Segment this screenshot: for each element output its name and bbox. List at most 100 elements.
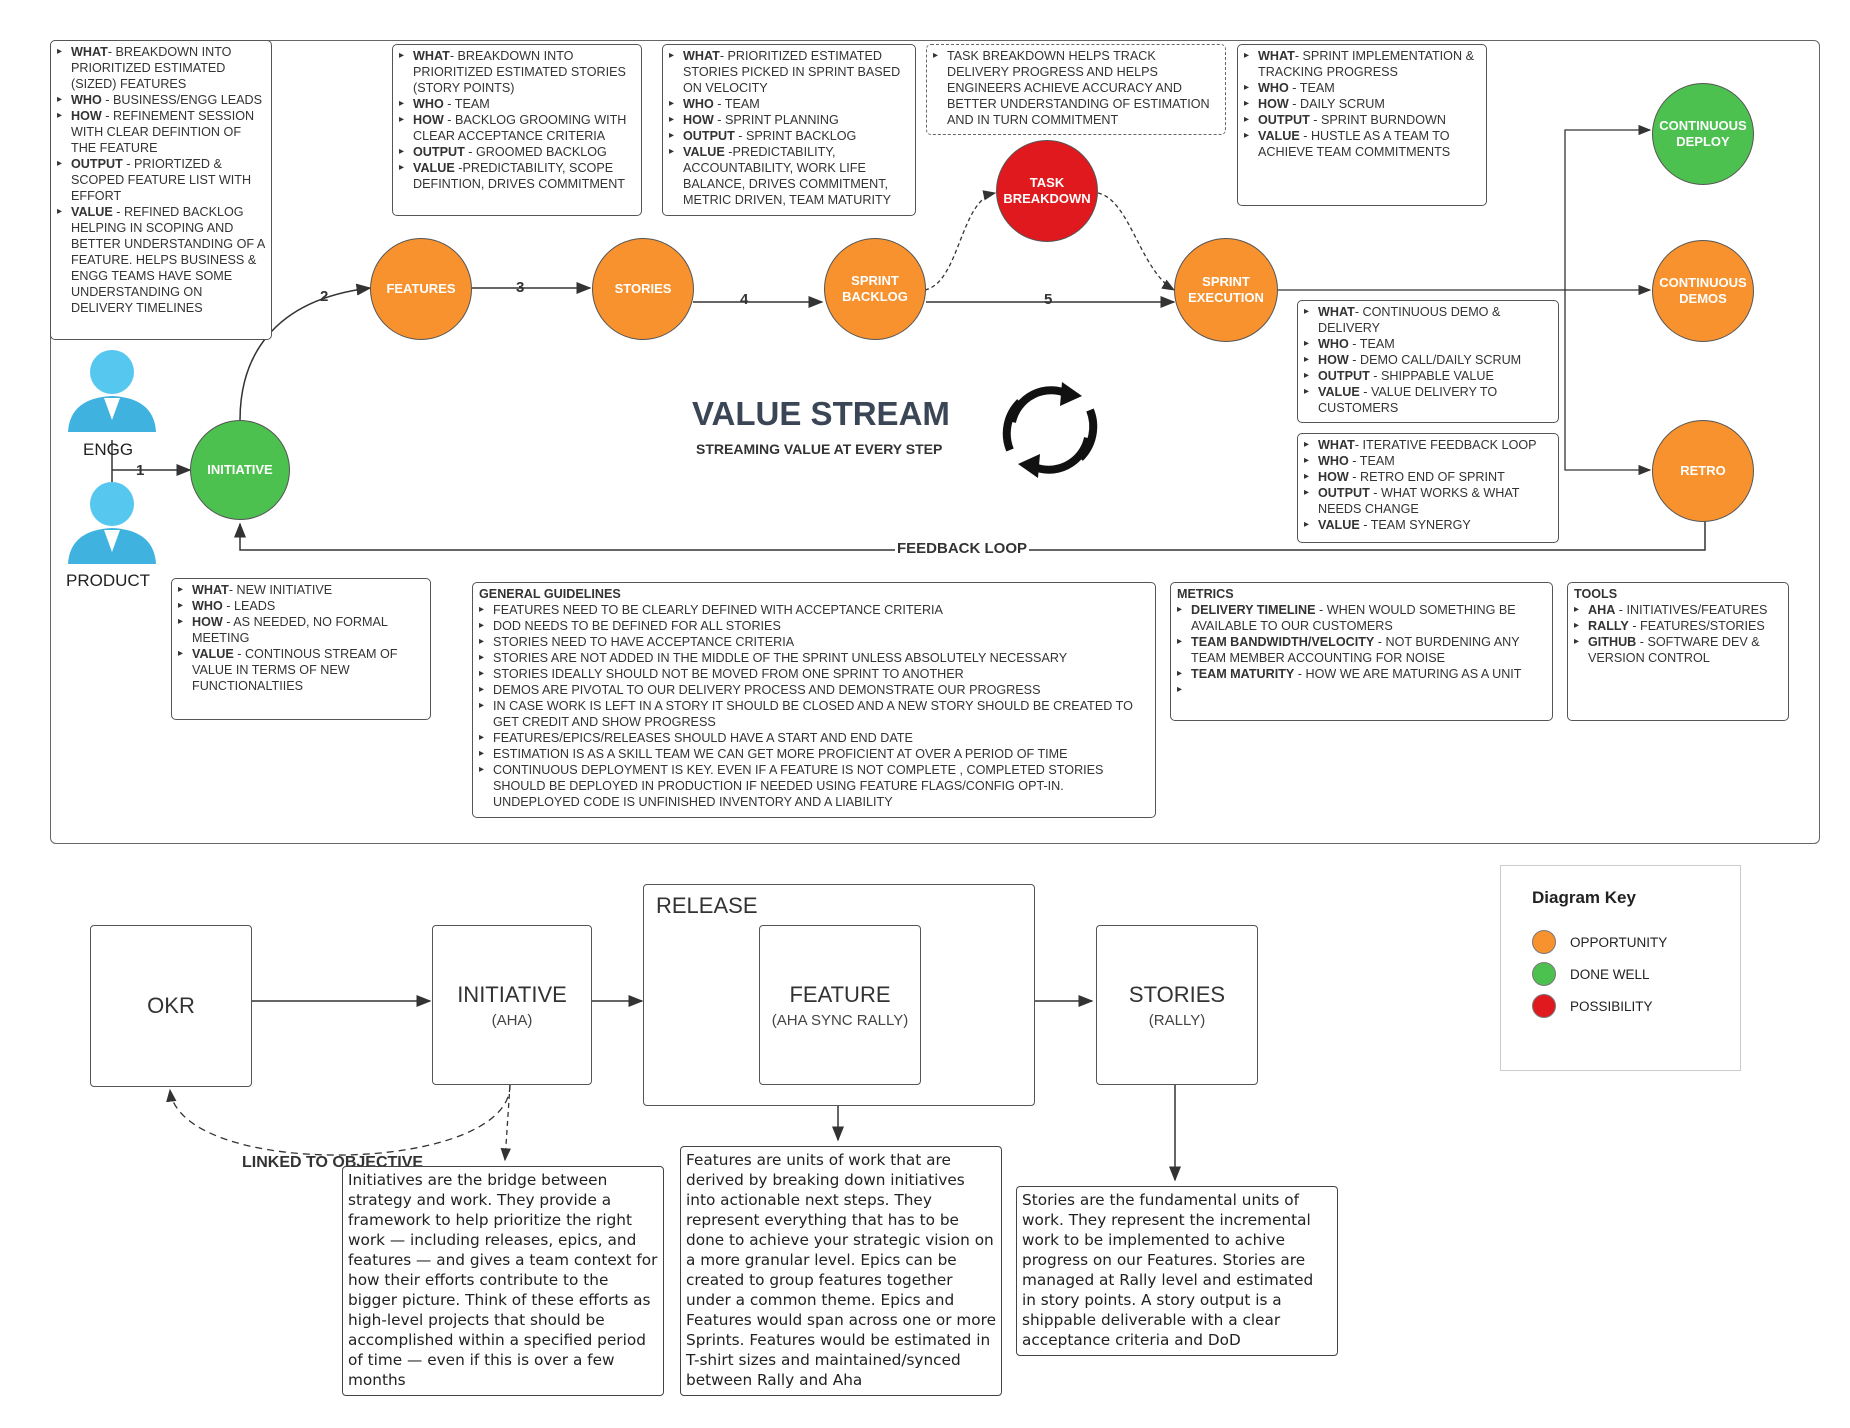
note-item-key: WHAT [413, 49, 450, 63]
guideline-item: DoD NEEDS TO BE DEFINED FOR ALL STORIES [479, 618, 1149, 634]
note-item-key: HOW [1318, 353, 1349, 367]
connector-execution-retro [1564, 290, 1652, 476]
note-item: VALUE - HUSTLE AS A TEAM TO ACHIEVE TEAM… [1244, 128, 1480, 160]
note-item-key: WHO [413, 97, 444, 111]
initiative-node[interactable]: INITIATIVE [190, 420, 290, 520]
note-item-key: AHA [1588, 603, 1616, 617]
note-item-text: - TEAM [1348, 337, 1395, 351]
okr-box[interactable]: OKR [90, 925, 252, 1087]
connector-initiative-okr-dashed [166, 1084, 511, 1156]
tools-title: TOOLS [1574, 587, 1618, 601]
note-item: HOW - SPRINT PLANNING [669, 112, 909, 128]
note-item-key: WHAT [1258, 49, 1295, 63]
features-node[interactable]: FEATURES [370, 238, 472, 340]
connector-actors-initiative [111, 440, 190, 482]
value-stream-subtitle: STREAMING VALUE AT EVERY STEP [696, 441, 943, 457]
note-item-text: - CONTINUOUS DEMO & DELIVERY [1318, 305, 1501, 335]
stories-box[interactable]: STORIES (RALLY) [1096, 925, 1258, 1085]
note-item: HOW - DEMO CALL/DAILY SCRUM [1304, 352, 1552, 368]
features-note: WHAT- BREAKDOWN INTO PRIORITIZED ESTIMAT… [50, 40, 272, 340]
stories-note: WHAT- BREAKDOWN INTO PRIORITIZED ESTIMAT… [392, 44, 642, 216]
note-item-key: WHO [683, 97, 714, 111]
note-item-text: - SPRINT IMPLEMENTATION & TRACKING PROGR… [1258, 49, 1474, 79]
guideline-item: STORIES IDEALLY SHOULD NOT BE MOVED FROM… [479, 666, 1149, 682]
guideline-item: ESTIMATION IS AS A SKILL TEAM WE CAN GET… [479, 746, 1149, 762]
stories-node[interactable]: STORIES [592, 238, 694, 340]
note-item-text: - TEAM [1348, 454, 1395, 468]
note-item-key: VALUE [413, 161, 455, 175]
note-item-text: - BREAKDOWN INTO PRIORITIZED ESTIMATED (… [71, 45, 232, 91]
note-item-text: - LEADS [222, 599, 276, 613]
note-item-text: - FEATURES/STORIES [1628, 619, 1765, 633]
note-item: DELIVERY TIMELINE - WHEN WOULD SOMETHING… [1177, 602, 1546, 634]
note-item-key: OUTPUT [413, 145, 465, 159]
note-item-key: OUTPUT [1318, 369, 1370, 383]
note-item-key: VALUE [683, 145, 725, 159]
general-guidelines-panel: GENERAL GUIDELINES FEATURES NEED TO BE C… [472, 582, 1156, 818]
guideline-item: IN CASE WORK IS LEFT IN A STORY IT SHOUL… [479, 698, 1149, 730]
note-item-text: - CONTINOUS STREAM OF VALUE IN TERMS OF … [192, 647, 398, 693]
note-item-key: WHO [1318, 337, 1349, 351]
note-item: WHAT- PRIORITIZED ESTIMATED STORIES PICK… [669, 48, 909, 96]
note-item-key: WHAT [1318, 438, 1355, 452]
note-item: OUTPUT - PRIORTIZED & SCOPED FEATURE LIS… [57, 156, 265, 204]
note-item: WHO - TEAM [669, 96, 909, 112]
note-item-text: - VALUE DELIVERY TO CUSTOMERS [1318, 385, 1498, 415]
note-item-text: - TEAM SYNERGY [1359, 518, 1471, 532]
task-breakdown-node[interactable]: TASK BREAKDOWN [996, 140, 1098, 242]
okr-title: OKR [147, 993, 195, 1018]
note-item-text: - BACKLOG GROOMING WITH CLEAR ACCEPTANCE… [413, 113, 627, 143]
sprint-execution-note: WHAT- SPRINT IMPLEMENTATION & TRACKING P… [1237, 44, 1487, 206]
product-person-icon [68, 482, 156, 564]
note-item-text: - RETRO END OF SPRINT [1348, 470, 1505, 484]
note-item: OUTPUT - SPRINT BACKLOG [669, 128, 909, 144]
note-item-key: VALUE [1318, 385, 1360, 399]
note-item: WHO - TEAM [1244, 80, 1480, 96]
note-item-text: -PREDICTABILITY, SCOPE DEFINTION, DRIVES… [413, 161, 625, 191]
note-item-text: - BREAKDOWN INTO PRIORITIZED ESTIMATED S… [413, 49, 626, 95]
guideline-item: STORIES ARE NOT ADDED IN THE MIDDLE OF T… [479, 650, 1149, 666]
note-item-key: TEAM MATURITY [1191, 667, 1295, 681]
note-item: RALLY - FEATURES/STORIES [1574, 618, 1782, 634]
note-item-text: - DAILY SCRUM [1288, 97, 1385, 111]
guidelines-title: GENERAL GUIDELINES [479, 587, 621, 601]
note-item-text: - TEAM [1288, 81, 1335, 95]
note-item-text: TASK BREAKDOWN HELPS TRACK DELIVERY PROG… [947, 49, 1210, 127]
connector-task-execution [1097, 192, 1176, 291]
value-stream-frame [50, 40, 1820, 844]
done-well-swatch [1532, 962, 1556, 986]
note-item: WHAT- NEW INITIATIVE [178, 582, 424, 598]
note-item-key: WHAT [192, 583, 229, 597]
note-item-key: OUTPUT [71, 157, 123, 171]
retro-node[interactable]: RETRO [1652, 420, 1754, 522]
note-item-text: - SPRINT PLANNING [713, 113, 839, 127]
note-item: HOW - REFINEMENT SESSION WITH CLEAR DEFI… [57, 108, 265, 156]
key-item-done-well: DONE WELL [1532, 962, 1650, 986]
note-item-text: -PREDICTABILITY, ACCOUNTABILITY, WORK LI… [683, 145, 892, 207]
key-item-opportunity: OPPORTUNITY [1532, 930, 1667, 954]
tools-panel: TOOLS AHA - INITIATIVES/FEATURESRALLY - … [1567, 582, 1789, 721]
release-title: RELEASE [656, 893, 758, 918]
note-item-text: - NOT BURDENING ANY TEAM MEMBER ACCOUNTI… [1191, 635, 1520, 665]
note-item: HOW - AS NEEDED, NO FORMAL MEETING [178, 614, 424, 646]
continuous-deploy-node[interactable]: CONTINUOUS DEPLOY [1652, 83, 1754, 185]
initiative-box[interactable]: INITIATIVE (AHA) [432, 925, 592, 1085]
connector-backlog-task [924, 190, 997, 291]
note-item-text: - TEAM [713, 97, 760, 111]
continuous-demos-node[interactable]: CONTINUOUS DEMOS [1652, 240, 1754, 342]
sprint-backlog-node[interactable]: SPRINT BACKLOG [824, 238, 926, 340]
note-item-text: - PRIORTIZED & SCOPED FEATURE LIST WITH … [71, 157, 252, 203]
sprint-backlog-note: WHAT- PRIORITIZED ESTIMATED STORIES PICK… [662, 44, 916, 216]
note-item-key: OUTPUT [1318, 486, 1370, 500]
note-item-key: HOW [71, 109, 102, 123]
note-item: VALUE - REFINED BACKLOG HELPING IN SCOPI… [57, 204, 265, 316]
note-item-text: - WHAT WORKS & WHAT NEEDS CHANGE [1318, 486, 1520, 516]
note-item-key: HOW [192, 615, 223, 629]
feature-box[interactable]: FEATURE (AHA SYNC RALLY) [759, 925, 921, 1085]
initiative-description: Initiatives are the bridge between strat… [342, 1166, 664, 1396]
note-item-key: OUTPUT [683, 129, 735, 143]
note-item: VALUE -PREDICTABILITY, SCOPE DEFINTION, … [399, 160, 635, 192]
sprint-execution-node[interactable]: SPRINT EXECUTION [1174, 238, 1278, 342]
metrics-title: METRICS [1177, 587, 1234, 601]
key-label-possibility: POSSIBILITY [1570, 998, 1653, 1014]
